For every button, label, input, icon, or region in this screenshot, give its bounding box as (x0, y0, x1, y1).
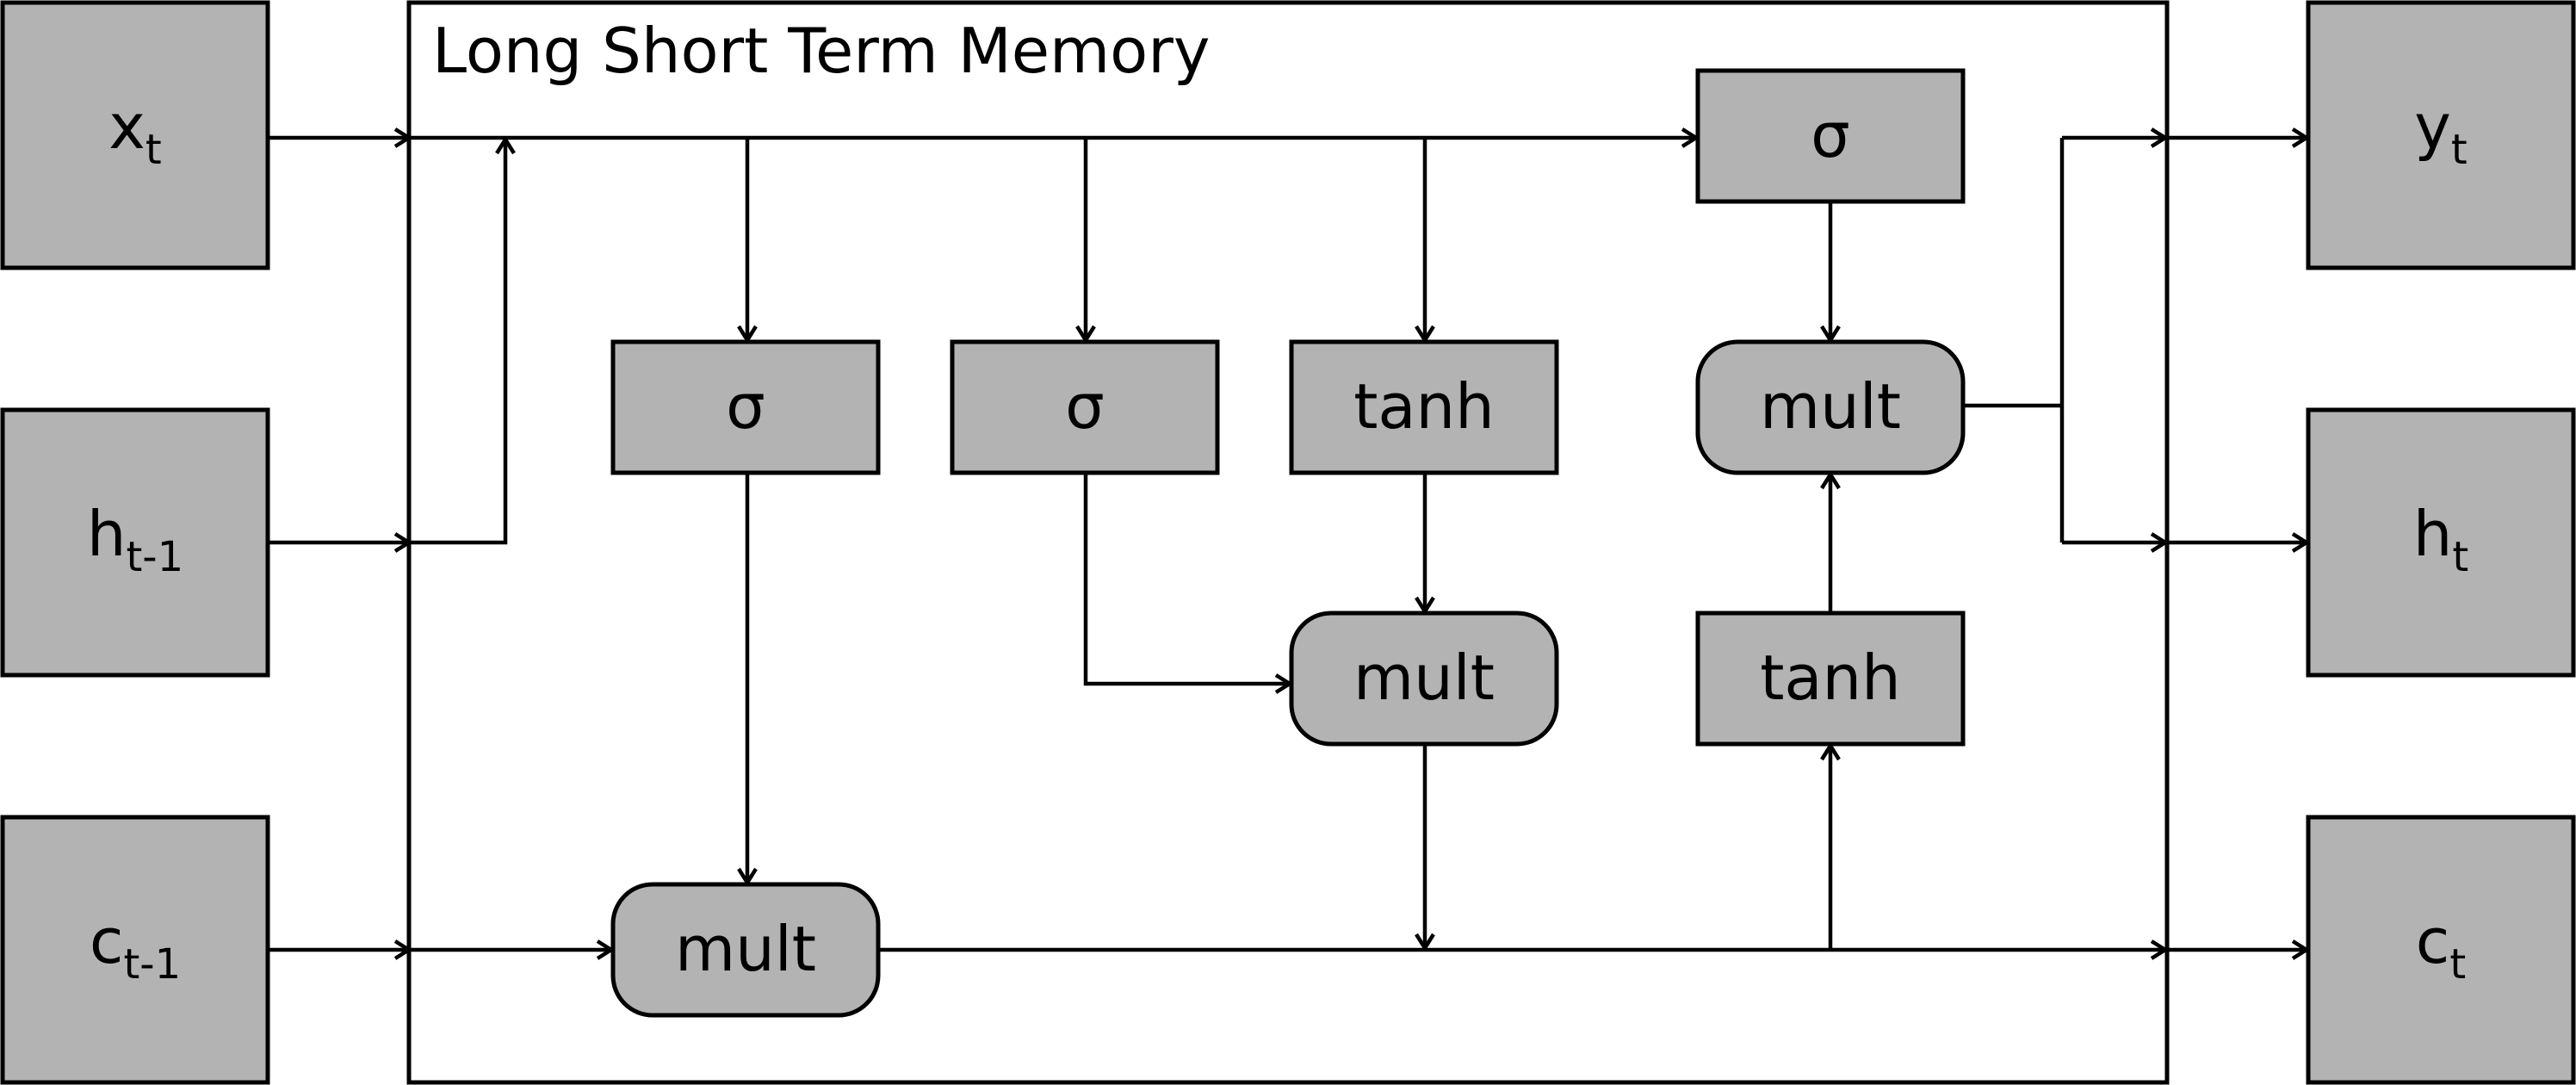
input-h-label: h (87, 498, 127, 570)
output-y-subscript: t (2451, 126, 2468, 174)
input-x-t: xt (0, 0, 270, 270)
input-c-subscript: t-1 (123, 940, 181, 989)
output-c-subscript: t (2449, 940, 2466, 989)
output-h-label: h (2413, 498, 2453, 570)
svg-text:σ: σ (726, 370, 765, 443)
wire-input-gate-to-mult (1083, 473, 1290, 684)
forget-gate-sigma: σ (610, 339, 881, 475)
input-mult: mult (1289, 611, 1559, 747)
wires (268, 138, 2307, 950)
input-c-t-1: ct-1 (0, 815, 270, 1085)
svg-text:tanh: tanh (1760, 642, 1901, 714)
svg-text:σ: σ (1065, 370, 1105, 443)
svg-text:σ: σ (1811, 99, 1850, 171)
output-c-label: c (2416, 905, 2450, 977)
input-h-subscript: t-1 (126, 533, 183, 581)
svg-text:mult: mult (675, 913, 816, 985)
svg-text:ht-1: ht-1 (87, 498, 183, 581)
svg-text:mult: mult (1353, 642, 1495, 714)
output-y-label: y (2414, 90, 2451, 163)
output-h-subscript: t (2452, 533, 2468, 581)
svg-text:xt: xt (108, 90, 161, 174)
output-c-t: ct (2306, 815, 2576, 1085)
svg-text:tanh: tanh (1353, 370, 1495, 443)
svg-text:yt: yt (2414, 90, 2467, 174)
input-c-label: c (90, 905, 124, 977)
svg-text:mult: mult (1760, 370, 1901, 443)
input-x-subscript: t (146, 126, 162, 174)
svg-text:ct: ct (2416, 905, 2466, 989)
wire-h-merge (409, 140, 505, 545)
output-mult: mult (1695, 339, 1966, 475)
input-x-label: x (108, 90, 146, 163)
forget-mult: mult (610, 882, 881, 1018)
output-y-t: yt (2306, 0, 2576, 270)
svg-text:ct-1: ct-1 (90, 905, 181, 989)
input-h-t-1: ht-1 (0, 407, 270, 678)
candidate-tanh: tanh (1289, 339, 1559, 475)
input-gate-sigma: σ (950, 339, 1220, 475)
output-h-t: ht (2306, 407, 2576, 678)
lstm-title: Long Short Term Memory (432, 15, 1210, 87)
svg-text:ht: ht (2413, 498, 2468, 581)
output-gate-sigma: σ (1695, 68, 1966, 204)
cell-state-tanh: tanh (1695, 611, 1966, 747)
